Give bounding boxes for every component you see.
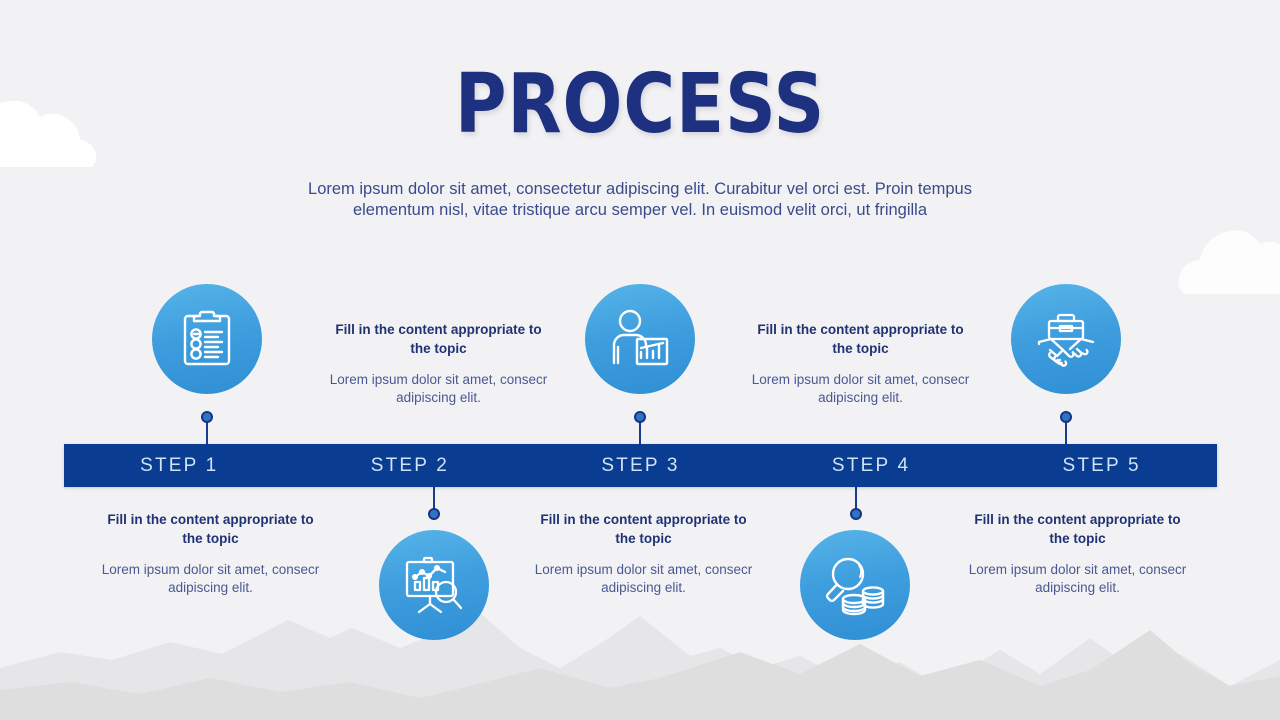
step-4-icon-circle[interactable] — [800, 530, 910, 640]
step-4-text-block: Fill in the content appropriate to the t… — [747, 320, 974, 407]
step-bar-label-4[interactable]: STEP 4 — [831, 454, 911, 476]
page-subtitle: Lorem ipsum dolor sit amet, consectetur … — [308, 180, 972, 219]
step-3-body: Lorem ipsum dolor sit amet, consecr adip… — [534, 562, 753, 595]
step-2-heading: Fill in the content appropriate to the t… — [335, 322, 542, 356]
step-5-heading: Fill in the content appropriate to the t… — [974, 512, 1181, 546]
briefcase-handshake-icon — [1037, 313, 1095, 367]
step-2-connector — [428, 487, 440, 520]
step-4-body: Lorem ipsum dolor sit amet, consecr adip… — [751, 372, 970, 405]
page-title: PROCESS — [454, 57, 826, 152]
step-bar-label-2[interactable]: STEP 2 — [370, 454, 450, 476]
step-5-icon-circle[interactable] — [1011, 284, 1121, 394]
step-bar-label-3[interactable]: STEP 3 — [601, 454, 680, 476]
cloud-right-icon — [1178, 230, 1280, 294]
mountain-range-icon — [0, 604, 1280, 720]
chart-board-magnifier-icon — [405, 556, 463, 614]
step-3-heading: Fill in the content appropriate to the t… — [540, 512, 747, 546]
step-5-connector — [1060, 411, 1072, 444]
step-5-body: Lorem ipsum dolor sit amet, consecr adip… — [968, 562, 1187, 595]
magnifier-coins-icon — [825, 557, 885, 616]
clipboard-checklist-icon — [183, 310, 231, 366]
step-3-text-block: Fill in the content appropriate to the t… — [530, 510, 757, 597]
process-step-bar: STEP 1 STEP 2 STEP 3 STEP 4 STEP 5 — [64, 444, 1217, 487]
step-2-body: Lorem ipsum dolor sit amet, consecr adip… — [329, 372, 548, 405]
step-1-body: Lorem ipsum dolor sit amet, consecr adip… — [101, 562, 320, 595]
step-1-text-block: Fill in the content appropriate to the t… — [97, 510, 324, 597]
step-1-heading: Fill in the content appropriate to the t… — [107, 512, 314, 546]
step-2-text-block: Fill in the content appropriate to the t… — [325, 320, 552, 407]
step-1-icon-circle[interactable] — [152, 284, 262, 394]
presenter-chart-icon — [612, 309, 669, 366]
step-bar-label-1[interactable]: STEP 1 — [140, 454, 219, 476]
step-5-text-block: Fill in the content appropriate to the t… — [964, 510, 1191, 597]
step-4-connector — [850, 487, 862, 520]
step-bar-label-5[interactable]: STEP 5 — [1062, 454, 1141, 476]
step-2-icon-circle[interactable] — [379, 530, 489, 640]
step-1-connector — [201, 411, 213, 444]
step-4-heading: Fill in the content appropriate to the t… — [757, 322, 964, 356]
step-3-icon-circle[interactable] — [585, 284, 695, 394]
step-3-connector — [634, 411, 646, 444]
